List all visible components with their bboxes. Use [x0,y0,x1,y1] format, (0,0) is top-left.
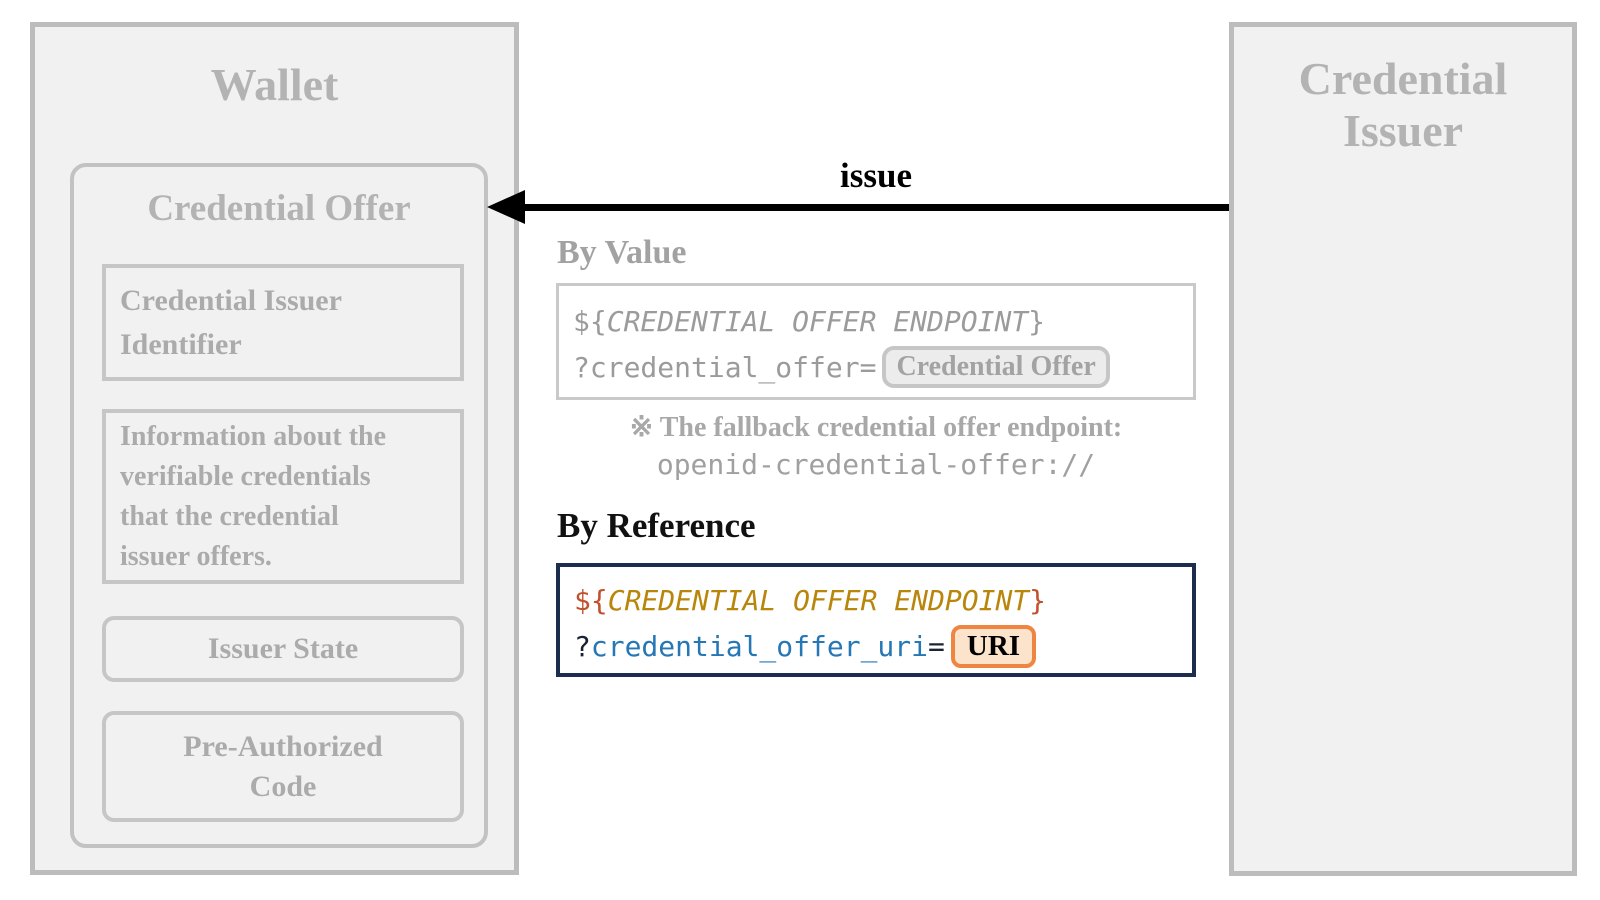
wallet-title: Wallet [210,59,339,110]
issue-arrow-line [520,204,1229,211]
fallback-note-line-1: ※ The fallback credential offer endpoint… [629,412,1123,443]
credential-issuer-title: Credential Issuer [1298,53,1508,156]
uri-chip: URI [950,624,1037,668]
template-open: ${ [574,583,608,617]
by-reference-code-line-2: ?credential_offer_uri=URI [574,623,1178,669]
template-close: } [1029,583,1047,617]
query-param: credential_offer_uri [590,629,929,663]
credential-offer-chip: Credential Offer [882,346,1110,388]
template-open: ${ [573,304,607,338]
query-mark: ? [574,629,591,663]
fallback-note-line-2: openid-credential-offer:// [656,448,1096,481]
by-value-code-line-2: ?credential_offer=Credential Offer [573,344,1179,390]
credential-offer-box: Credential Offer Credential Issuer Ident… [70,163,488,848]
template-close: } [1028,304,1046,338]
endpoint-variable: CREDENTIAL OFFER ENDPOINT [606,304,1029,338]
credential-offer-title: Credential Offer [147,188,411,229]
query-param: ?credential_offer= [573,350,877,384]
endpoint-variable: CREDENTIAL OFFER ENDPOINT [607,583,1030,617]
credential-issuer-box: Credential Issuer [1229,22,1577,876]
wallet-box: Wallet Credential Offer Credential Issue… [30,22,519,875]
pre-authorized-code-box: Pre-Authorized Code [102,711,464,822]
credential-issuer-identifier-box: Credential Issuer Identifier [102,264,464,381]
by-reference-code-box: ${CREDENTIAL OFFER ENDPOINT} ?credential… [556,563,1196,677]
by-value-code-line-1: ${CREDENTIAL OFFER ENDPOINT} [573,298,1179,344]
issue-arrow-head-icon [487,190,525,224]
issue-arrow-label: issue [840,156,912,195]
credentials-info-box: Information about the verifiable credent… [102,409,464,584]
by-value-code-box: ${CREDENTIAL OFFER ENDPOINT} ?credential… [556,283,1196,400]
by-reference-heading: By Reference [557,506,756,545]
equals-sign: = [928,629,945,663]
by-value-heading: By Value [557,234,687,271]
by-reference-code-line-1: ${CREDENTIAL OFFER ENDPOINT} [574,577,1178,623]
issuer-state-box: Issuer State [102,616,464,682]
